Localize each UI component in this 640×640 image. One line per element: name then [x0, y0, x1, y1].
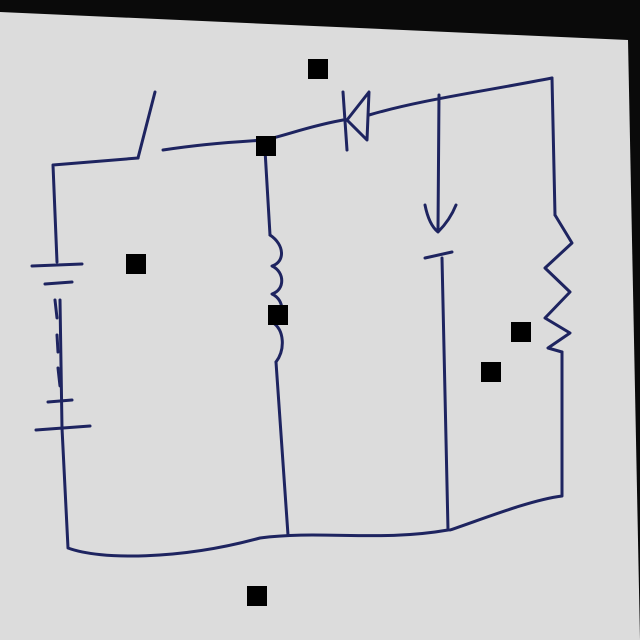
inductor-icon	[268, 233, 284, 364]
marker-square	[126, 254, 146, 274]
wire-inductor-upper	[263, 148, 272, 237]
capacitor-icon	[423, 203, 458, 260]
wire-right-lower	[448, 350, 564, 532]
paper-sheet	[0, 12, 640, 640]
marker-square	[308, 59, 328, 79]
marker-square	[511, 322, 531, 342]
marker-square	[256, 136, 276, 156]
wire-bottom	[60, 426, 450, 558]
marker-group	[126, 59, 531, 606]
wire-top-left	[51, 156, 140, 430]
wire-inductor-lower	[274, 360, 290, 537]
wire-right-upper	[550, 76, 557, 217]
marker-square	[247, 586, 267, 606]
battery-icon	[30, 262, 92, 432]
wire-capacitor-lower	[440, 256, 450, 532]
wire-top-right	[367, 76, 554, 117]
resistor-icon	[543, 213, 574, 354]
marker-square	[481, 362, 501, 382]
switch-open	[136, 90, 157, 160]
marker-square	[268, 305, 288, 325]
wire-capacitor-upper	[436, 93, 441, 232]
